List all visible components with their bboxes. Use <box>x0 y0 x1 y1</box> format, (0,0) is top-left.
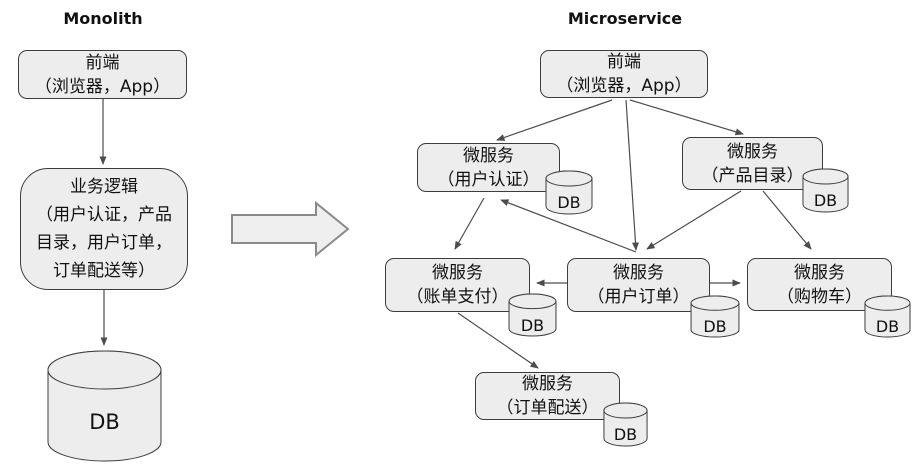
node-label: （账单支付） <box>406 287 509 307</box>
db-label: DB <box>89 410 120 435</box>
node-monolith-business-logic: 业务逻辑 （用户认证，产品 目录，用户订单， 订单配送等） <box>20 168 188 290</box>
node-label: （浏览器，App） <box>34 76 171 97</box>
cylinder-shape <box>508 293 557 337</box>
node-label: 微服务 <box>613 263 664 283</box>
node-service-billing-payment: 微服务 （账单支付） <box>385 258 530 312</box>
db-label: DB <box>875 317 900 337</box>
database-cylinder-billing-payment: DB <box>508 293 557 337</box>
edge-catalog-to-cart <box>762 190 812 250</box>
db-label: DB <box>813 191 838 211</box>
edge-billing-to-delivery <box>457 312 539 369</box>
node-label: 前端 <box>607 52 641 72</box>
edge-catalog-to-order <box>646 190 742 250</box>
monolith-title: Monolith <box>63 9 143 28</box>
node-label: 微服务 <box>727 141 778 162</box>
node-microservice-frontend: 前端 （浏览器，App） <box>540 50 708 98</box>
edge-auth-to-billing <box>454 197 485 250</box>
node-label: 目录，用户订单， <box>36 233 172 253</box>
cylinder-shape <box>603 402 648 447</box>
cylinder-shape <box>802 168 849 213</box>
node-label: 微服务 <box>522 374 573 394</box>
edge-frontend-to-auth <box>496 99 613 141</box>
node-service-user-order: 微服务 （用户订单） <box>567 258 710 312</box>
node-monolith-frontend: 前端 （浏览器，App） <box>18 50 187 99</box>
cylinder-shape <box>47 350 162 462</box>
node-label: 微服务 <box>794 262 845 283</box>
monolith-to-microservice-arrow <box>231 200 350 258</box>
edge-order-to-auth <box>500 199 637 253</box>
db-label: DB <box>703 317 727 337</box>
cylinder-shape <box>545 170 593 215</box>
db-label: DB <box>520 315 545 335</box>
node-label: （订单配送） <box>496 398 599 418</box>
node-service-user-auth: 微服务 （用户认证） <box>417 143 560 192</box>
edge-frontend-to-catalog <box>629 99 744 136</box>
node-label: （产品目录） <box>701 165 804 186</box>
db-label: DB <box>613 425 638 445</box>
node-label: 前端 <box>85 52 120 73</box>
microservice-title: Microservice <box>567 9 683 28</box>
database-cylinder-user-order: DB <box>690 295 740 338</box>
database-cylinder-user-auth: DB <box>545 170 593 215</box>
node-label: （用户认证，产品 <box>36 205 172 225</box>
node-label: （浏览器，App） <box>556 76 692 96</box>
node-label: 微服务 <box>463 145 514 166</box>
node-service-order-delivery: 微服务 （订单配送） <box>475 372 620 420</box>
database-cylinder-order-delivery: DB <box>603 402 648 447</box>
cylinder-shape <box>864 295 911 338</box>
node-service-product-catalog: 微服务 （产品目录） <box>682 137 823 190</box>
node-label: 业务逻辑 <box>70 177 138 197</box>
node-label: （用户订单） <box>587 287 690 307</box>
database-cylinder-monolith: DB <box>47 350 162 462</box>
cylinder-shape <box>690 295 740 338</box>
node-label: （用户认证） <box>437 169 540 190</box>
database-cylinder-product-catalog: DB <box>802 168 849 213</box>
edge-frontend-to-order <box>625 99 639 251</box>
database-cylinder-shopping-cart: DB <box>864 295 911 338</box>
node-label: （购物车） <box>777 286 862 307</box>
node-label: 微服务 <box>432 263 483 283</box>
db-label: DB <box>557 193 581 213</box>
node-label: 订单配送等） <box>53 261 155 281</box>
